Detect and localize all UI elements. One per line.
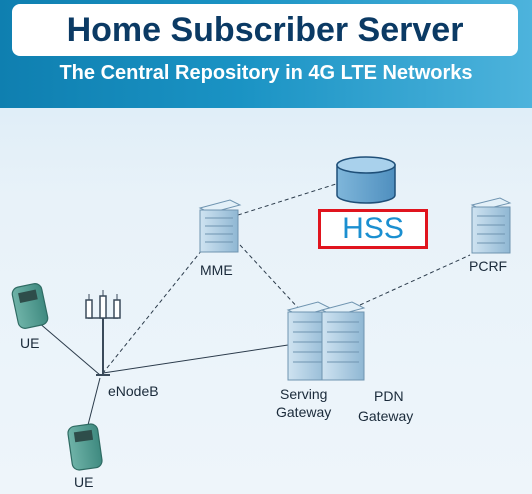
pdn-gateway-label-line2: Gateway [358,408,414,424]
link-ue-bottom-enodeb [87,377,101,426]
hss-label: HSS [318,209,428,249]
ue-top-label: UE [20,335,40,351]
link-enodeb-sgw [102,344,289,374]
antenna-tower-icon [85,290,121,376]
database-icon [336,156,396,204]
mobile-phone-icon [11,283,49,329]
server-icon [320,301,366,381]
serving-gateway-label-line2: Gateway [276,404,332,420]
enodeb-label: eNodeB [108,383,159,399]
mobile-phone-icon [67,423,103,471]
server-icon [198,199,242,253]
link-pdn-pcrf [359,254,471,306]
ue-bottom-label: UE [74,474,94,490]
pcrf-label: PCRF [469,258,508,274]
link-ue-top-enodeb [37,321,101,376]
pdn-gateway-label-line1: PDN [374,388,404,404]
link-mme-sgw [239,244,301,311]
page-title: Home Subscriber Server [12,4,518,56]
server-icon [470,197,512,254]
serving-gateway-label-line1: Serving [280,386,328,402]
page-subtitle: The Central Repository in 4G LTE Network… [59,62,473,84]
connection-lines [37,183,471,426]
link-mme-enodeb [102,244,207,374]
mme-label: MME [200,262,233,278]
header-banner: Home Subscriber Server The Central Repos… [0,0,532,108]
link-mme-hss [237,183,337,216]
